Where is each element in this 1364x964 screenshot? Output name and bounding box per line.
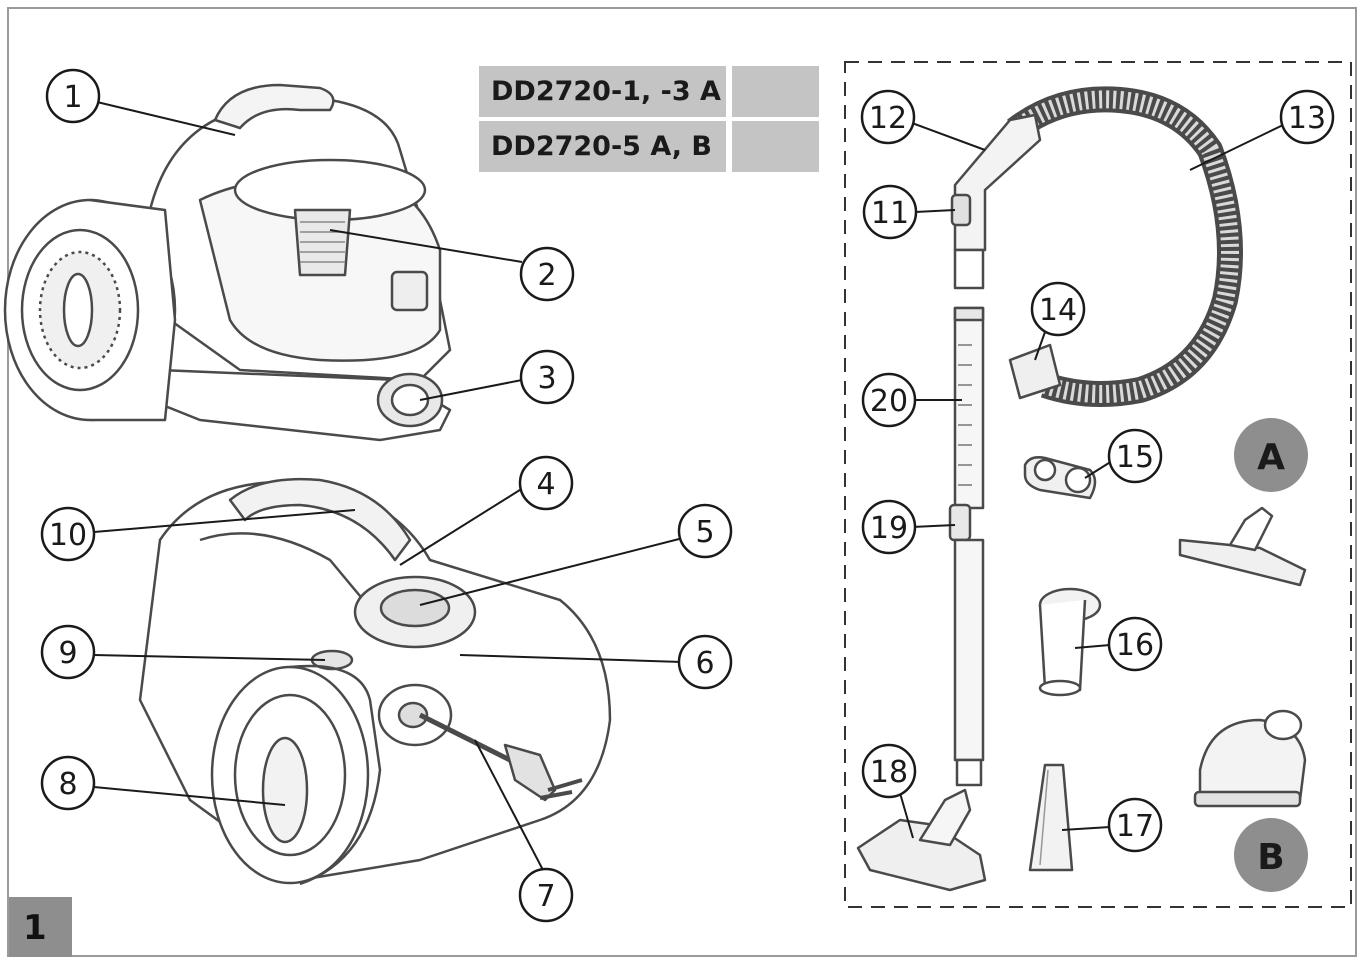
callout-1-label: 1: [63, 80, 82, 115]
set-badge-a-label: A: [1257, 437, 1285, 478]
callout-13-label: 13: [1288, 101, 1326, 136]
callout-2-label: 2: [537, 258, 556, 293]
callout-10-label: 10: [49, 518, 87, 553]
callout-3: 3: [519, 349, 575, 405]
callout-18-label: 18: [870, 755, 908, 790]
callout-2: 2: [519, 246, 575, 302]
set-badge-b-label: B: [1257, 837, 1284, 878]
model-name-1: DD2720-1, -3 A: [479, 66, 726, 117]
callout-16: 16: [1107, 616, 1163, 672]
callout-16-label: 16: [1116, 628, 1154, 663]
hose: [1007, 86, 1243, 407]
callout-5-label: 5: [695, 515, 714, 550]
callout-1: 1: [45, 68, 101, 124]
set-badge-b: B: [1234, 818, 1308, 892]
callout-20-label: 20: [870, 384, 908, 419]
callout-6-label: 6: [695, 646, 714, 681]
callout-19: 19: [861, 499, 917, 555]
callout-8-label: 8: [58, 767, 77, 802]
callout-14-label: 14: [1039, 293, 1077, 328]
callout-7-label: 7: [536, 879, 555, 914]
callout-4: 4: [518, 455, 574, 511]
callout-3-label: 3: [537, 361, 556, 396]
callout-13: 13: [1279, 89, 1335, 145]
leader-lines: [93, 101, 1284, 871]
callout-15: 15: [1107, 428, 1163, 484]
callout-15-label: 15: [1116, 440, 1154, 475]
model-swatch-2: [732, 121, 819, 172]
figure-number-badge: 1: [9, 897, 72, 957]
model-name-2: DD2720-5 A, B: [479, 121, 726, 172]
callout-12-label: 12: [869, 101, 907, 136]
callout-5: 5: [677, 503, 733, 559]
set-badge-a: A: [1234, 418, 1308, 492]
callout-17: 17: [1107, 797, 1163, 853]
model-row-2: DD2720-5 A, B: [479, 121, 821, 172]
callout-14: 14: [1030, 281, 1086, 337]
callouts: 1 2 3 4 5 6 7 8 9 10 11 12 13 14 15 16 1…: [40, 68, 1335, 923]
callout-8: 8: [40, 755, 96, 811]
callout-9: 9: [40, 624, 96, 680]
callout-6: 6: [677, 634, 733, 690]
callout-4-label: 4: [536, 467, 555, 502]
accessories-box: [844, 61, 1352, 908]
callout-12: 12: [860, 89, 916, 145]
callout-11-label: 11: [871, 196, 909, 231]
callout-10: 10: [40, 506, 96, 562]
callout-9-label: 9: [58, 636, 77, 671]
callout-18: 18: [861, 743, 917, 799]
callout-20: 20: [861, 372, 917, 428]
model-legend-table: DD2720-1, -3 A DD2720-5 A, B: [479, 66, 821, 176]
model-row-1: DD2720-1, -3 A: [479, 66, 821, 117]
callout-11: 11: [862, 184, 918, 240]
accessories-illustration: [856, 86, 1307, 892]
callout-7: 7: [518, 867, 574, 923]
figure-frame: [7, 7, 1357, 957]
model-swatch-1: [732, 66, 819, 117]
vacuum-front-illustration: [3, 83, 452, 442]
vacuum-rear-illustration: [138, 477, 612, 886]
callout-17-label: 17: [1116, 809, 1154, 844]
callout-19-label: 19: [870, 511, 908, 546]
